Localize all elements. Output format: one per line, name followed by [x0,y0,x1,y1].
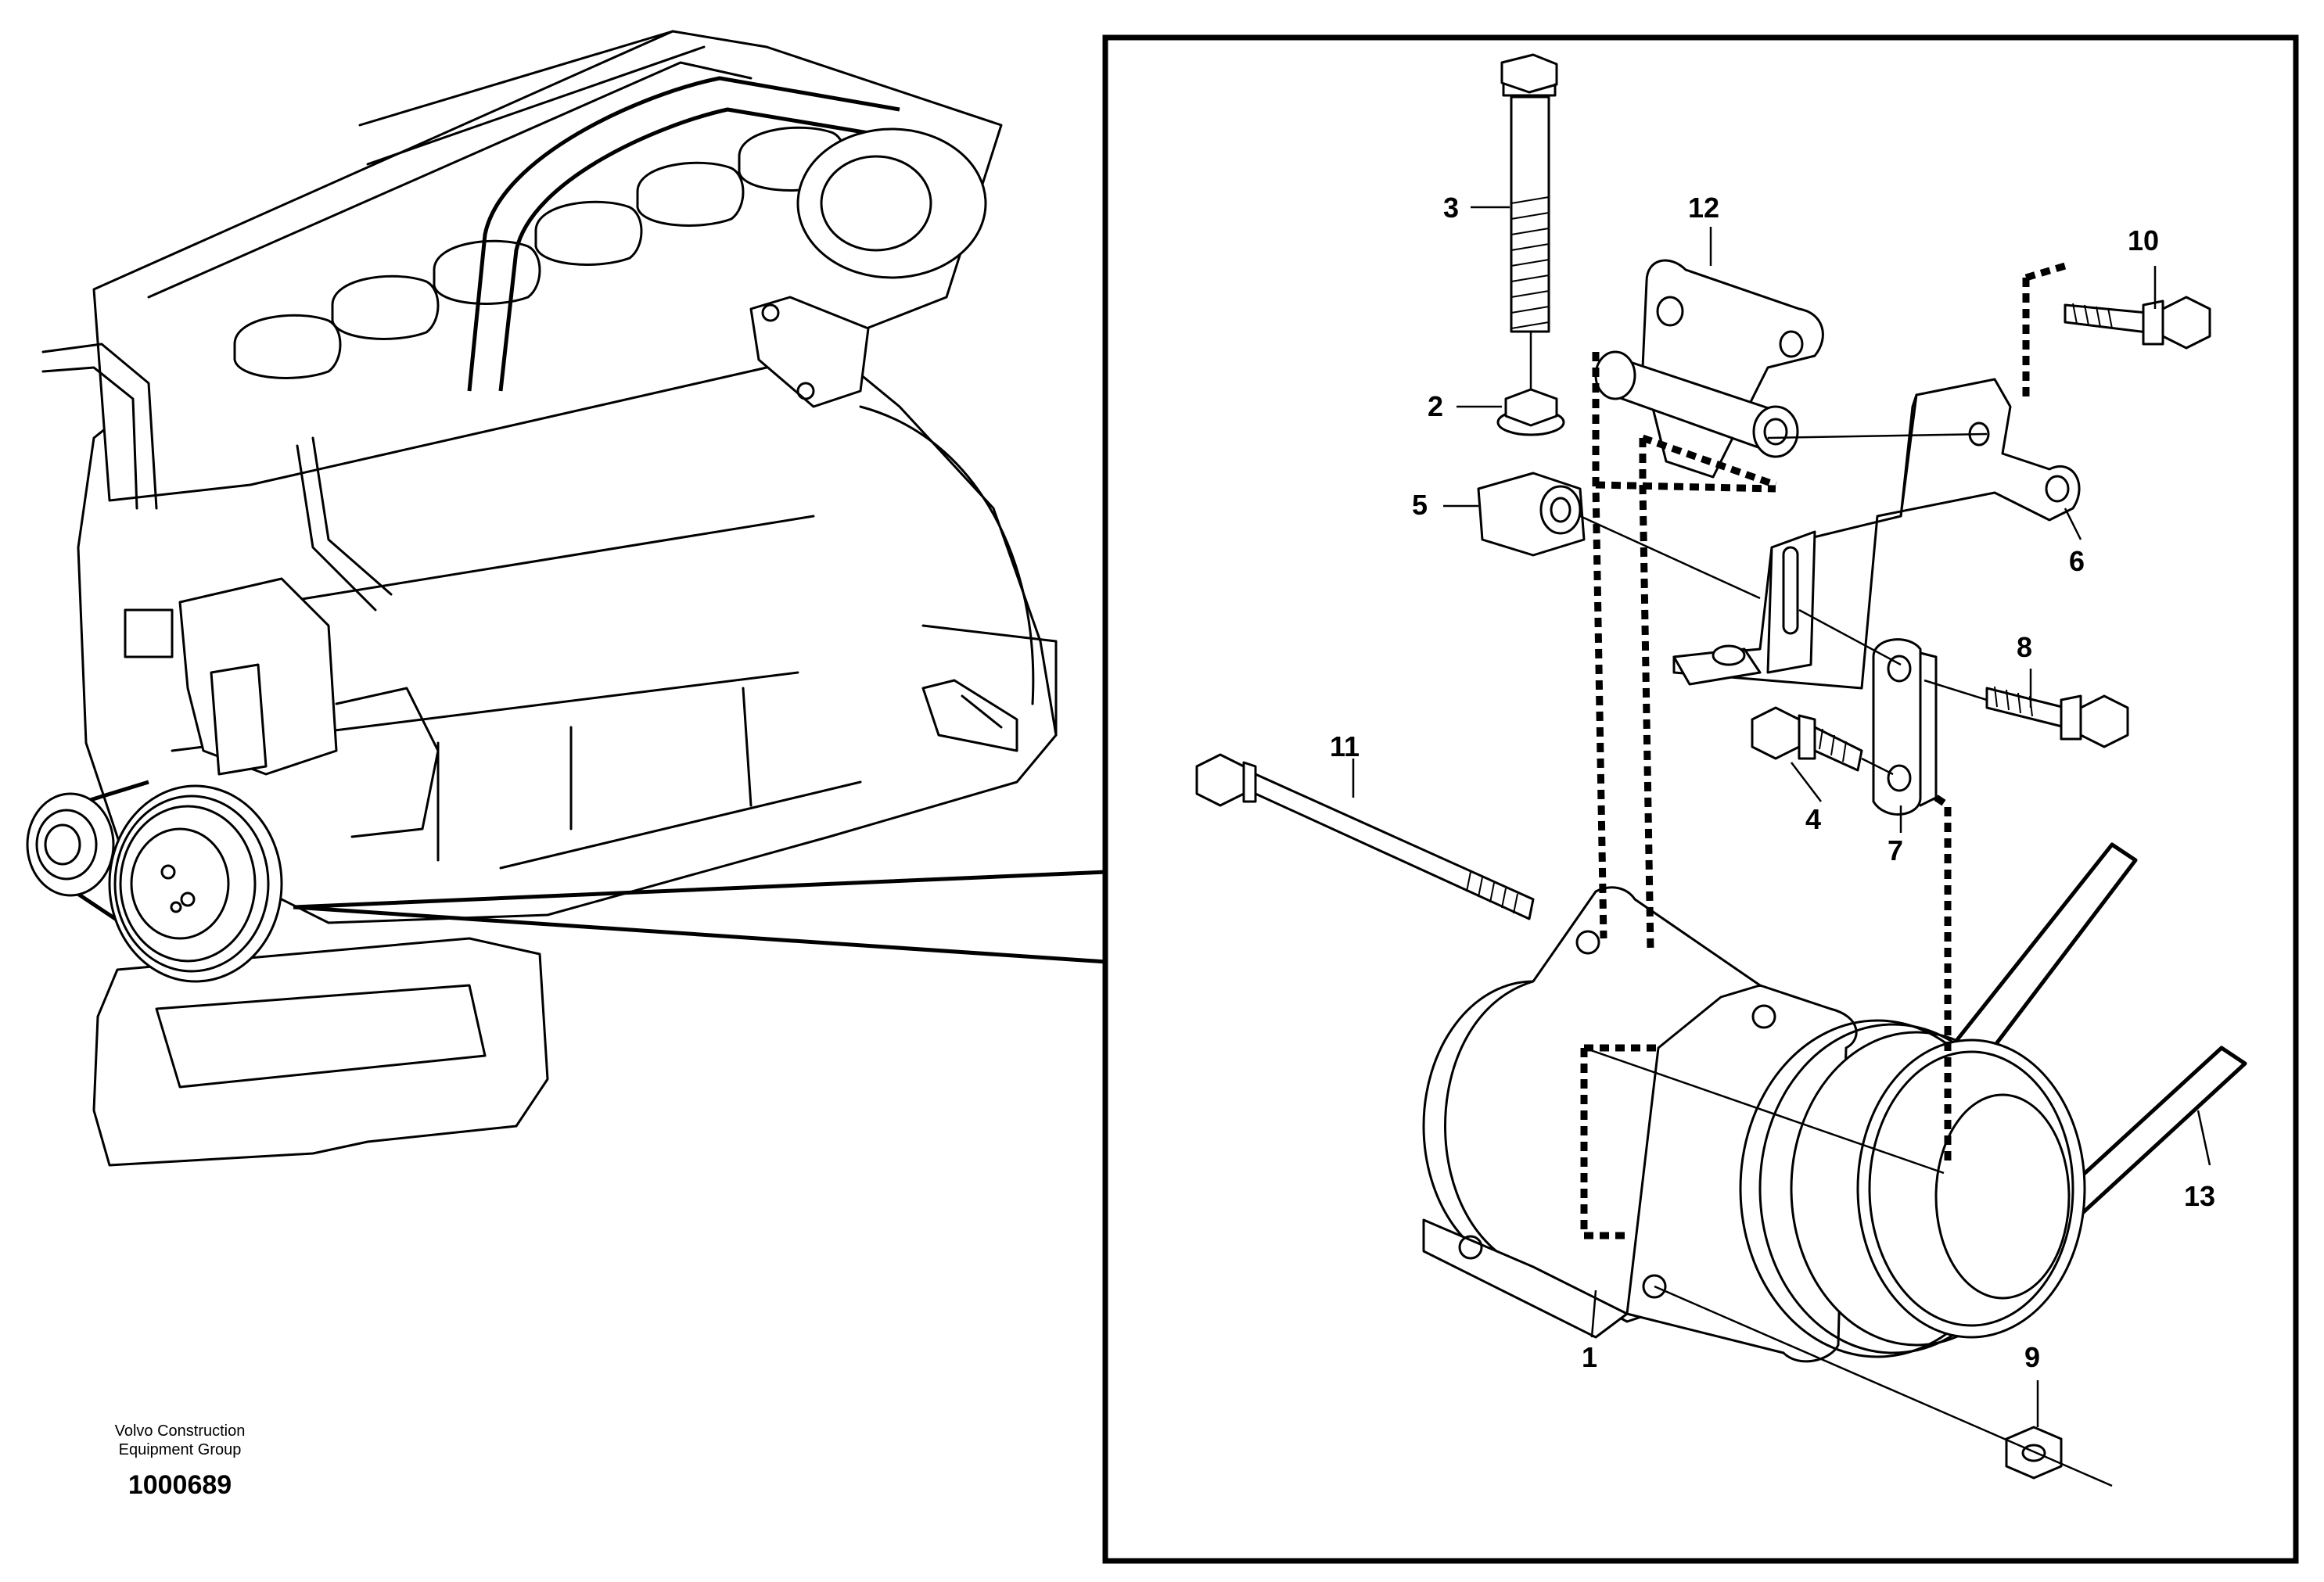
part-7-link [1872,638,1938,816]
callout-12: 12 [1688,192,1720,224]
callout-6: 6 [2069,545,2085,577]
callout-13: 13 [2184,1180,2216,1212]
part-4-bolt [1751,706,1863,772]
part-5-spacer [1477,472,1586,557]
callout-10: 10 [2128,224,2160,256]
callout-8: 8 [2017,631,2033,663]
part-2-nut [1496,388,1565,436]
callout-9: 9 [2024,1341,2041,1373]
detail-parts [1195,53,2247,1487]
part-1-alternator [1422,886,2086,1363]
part-13-belt [1931,842,2247,1245]
callout-leaders [1352,206,2211,1427]
callout-3: 3 [1443,192,1460,224]
drawing-caption: Volvo Construction Equipment Group 10006… [86,1422,274,1501]
zoom-lines [293,870,1108,964]
callout-5: 5 [1412,489,1428,521]
org-name-line2: Equipment Group [118,1441,242,1458]
part-3-bolt [1500,53,1558,333]
callout-4: 4 [1805,803,1822,835]
part-12-bracket [1594,259,1824,479]
org-name-line1: Volvo Construction [114,1422,246,1440]
callout-1: 1 [1582,1341,1598,1373]
detail-frame [1102,34,2299,1564]
callout-2: 2 [1428,390,1444,422]
part-11-bolt [1195,753,1535,920]
callout-7: 7 [1888,834,1904,866]
callout-11: 11 [1330,730,1360,762]
drawing-number: 1000689 [128,1470,232,1500]
part-6-bracket [1672,378,2081,690]
engine-overview [26,30,1058,1167]
part-8-bolt [1985,686,2129,748]
part-10-bolt [2064,296,2211,350]
